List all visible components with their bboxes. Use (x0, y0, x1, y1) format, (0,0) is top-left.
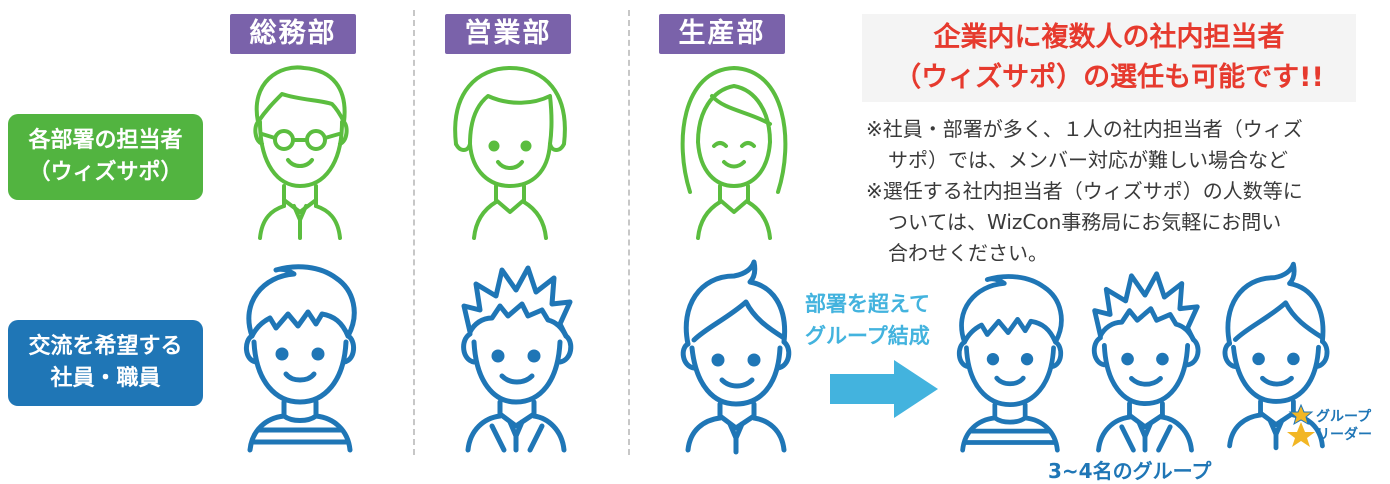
note-line: 合わせください。 (888, 241, 1048, 265)
employee-person-striped-shirt-icon (244, 264, 357, 453)
staff-person-glasses-icon (253, 65, 349, 240)
column-divider (413, 10, 415, 455)
arrow-caption: 部署を超えて グループ結成 (805, 288, 965, 352)
group-member-icon (956, 274, 1064, 453)
headline-line: 企業内に複数人の社内担当者 (933, 22, 1285, 53)
arrow-caption-line: 部署を超えて (805, 292, 930, 316)
note-line: サポ）では、メンバー対応が難しい場合など (888, 148, 1288, 172)
dept-tag-general-affairs: 総務部 (230, 14, 356, 54)
dept-tag-sales: 営業部 (445, 14, 571, 54)
leader-label-line: グループ (1316, 409, 1372, 425)
leader-label: グループ リーダー (1316, 408, 1372, 444)
note-line: ※選任する社内担当者（ウィズサポ）の人数等に (866, 179, 1303, 203)
column-divider (628, 10, 630, 455)
employee-person-spiky-hair-icon (461, 265, 574, 453)
group-size-label: 3~4名のグループ (1048, 459, 1212, 483)
row-label-employees: 交流を希望する 社員・職員 (8, 320, 203, 406)
headline-box: 企業内に複数人の社内担当者 （ウィズサポ）の選任も可能です!! (862, 14, 1356, 102)
right-arrow-icon (830, 360, 938, 418)
group-member-icon (1091, 271, 1201, 453)
dept-tag-production: 生産部 (659, 14, 785, 54)
row-label-line: 各部署の担当者 (28, 128, 183, 153)
row-label-line: 交流を希望する (28, 334, 183, 359)
note-line: ※社員・部署が多く、１人の社内担当者（ウィズ (866, 117, 1303, 141)
notes-block: ※社員・部署が多く、１人の社内担当者（ウィズ サポ）では、メンバー対応が難しい場… (866, 114, 1356, 269)
note-line: ついては、WizCon事務局にお気軽にお問い (888, 210, 1282, 234)
headline-line: （ウィズサポ）の選任も可能です!! (894, 62, 1324, 93)
staff-person-bob-hair-icon (453, 66, 567, 240)
arrow-caption-line: グループ結成 (805, 324, 930, 348)
row-label-line: 社員・職員 (50, 366, 161, 391)
leader-star-icon (1287, 403, 1315, 447)
row-label-line: （ウィズサポ） (28, 160, 183, 185)
staff-person-long-hair-icon (680, 66, 788, 240)
row-label-staff-contact: 各部署の担当者 （ウィズサポ） (8, 114, 203, 200)
leader-label-line: リーダー (1316, 427, 1372, 443)
employee-person-side-part-icon (680, 259, 792, 455)
